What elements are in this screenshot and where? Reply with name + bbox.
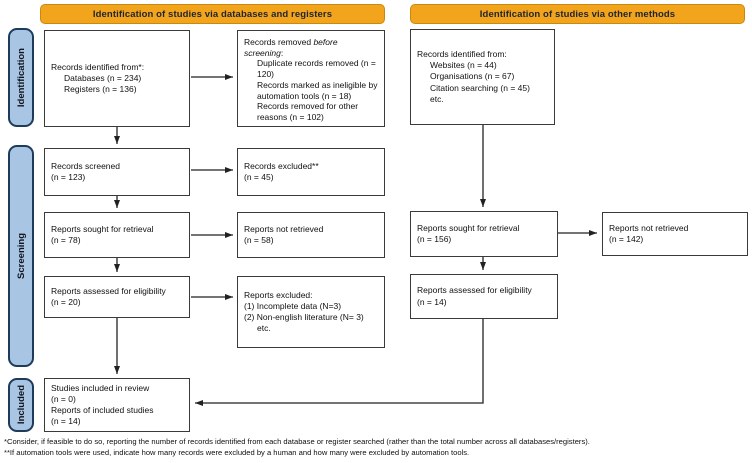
box-line: etc. xyxy=(430,93,444,104)
stage-pill-identification: Identification xyxy=(8,28,34,127)
box-line: Citation searching (n = 45) xyxy=(430,82,530,93)
banner-other-methods: Identification of studies via other meth… xyxy=(410,4,745,24)
stage-pill-included: Included xyxy=(8,378,34,432)
box-line: (n = 14) xyxy=(417,296,447,307)
box-line: (n = 20) xyxy=(51,297,81,307)
box-records-identified-other: Records identified from: Websites (n = 4… xyxy=(410,29,555,125)
footnote-asterisk: *Consider, if feasible to do so, reporti… xyxy=(4,437,590,446)
box-reports-sought-databases: Reports sought for retrieval (n = 78) xyxy=(44,212,190,258)
box-line: Records removed for other reasons (n = 1… xyxy=(257,100,359,122)
box-line: Websites (n = 44) xyxy=(430,60,497,71)
box-records-screened: Records screened (n = 123) xyxy=(44,148,190,196)
box-line: etc. xyxy=(257,323,271,334)
title-italic: before screening xyxy=(244,37,338,59)
banner-label: Identification of studies via other meth… xyxy=(479,8,676,20)
box-title: Records identified from: xyxy=(417,49,507,60)
box-reports-not-retrieved-databases: Reports not retrieved (n = 58) xyxy=(237,212,385,258)
box-line: (n = 123) xyxy=(51,172,86,182)
box-reports-sought-other: Reports sought for retrieval (n = 156) xyxy=(410,211,558,257)
box-line: Records screened xyxy=(51,160,120,171)
box-line: Reports of included studies xyxy=(51,405,154,415)
box-line: Reports not retrieved xyxy=(609,222,689,233)
box-reports-excluded-reasons: Reports excluded: (1) Incomplete data (N… xyxy=(237,276,385,348)
box-line: (n = 45) xyxy=(244,172,274,182)
title-text: : xyxy=(280,48,284,59)
box-title: Records identified from*: xyxy=(51,61,145,72)
box-line: (n = 14) xyxy=(51,416,81,426)
stage-pill-screening: Screening xyxy=(8,145,34,367)
box-line: (2) Non-english literature (N= 3) xyxy=(244,312,364,322)
banner-databases-registers: Identification of studies via databases … xyxy=(40,4,385,24)
box-line: (n = 0) xyxy=(51,394,76,404)
box-line: Registers (n = 136) xyxy=(64,84,137,95)
stage-label: Included xyxy=(15,385,27,425)
box-records-excluded: Records excluded** (n = 45) xyxy=(237,148,385,196)
box-records-removed-before-screening: Records removed before screening: Duplic… xyxy=(237,30,385,127)
box-line: Records excluded** xyxy=(244,160,319,171)
box-line: Databases (n = 234) xyxy=(64,72,142,83)
box-line: Studies included in review xyxy=(51,383,150,393)
box-line: (n = 142) xyxy=(609,234,644,244)
box-line: Duplicate records removed (n = 120) xyxy=(257,58,376,80)
banner-label: Identification of studies via databases … xyxy=(92,8,333,20)
box-records-identified-databases: Records identified from*: Databases (n =… xyxy=(44,30,190,127)
box-line: Reports assessed for eligibility xyxy=(51,285,166,296)
box-reports-assessed-other: Reports assessed for eligibility (n = 14… xyxy=(410,274,558,319)
box-reports-not-retrieved-other: Reports not retrieved (n = 142) xyxy=(602,212,748,256)
box-title: Records removed before screening: xyxy=(244,37,378,58)
box-line: (n = 156) xyxy=(417,234,452,244)
footnote-double-asterisk: **If automation tools were used, indicat… xyxy=(4,448,470,457)
box-line: Organisations (n = 67) xyxy=(430,71,515,82)
stage-label: Screening xyxy=(15,233,27,279)
box-studies-included: Studies included in review (n = 0) Repor… xyxy=(44,378,190,432)
box-title: Reports excluded: xyxy=(244,289,313,300)
box-line: Reports not retrieved xyxy=(244,223,324,234)
stage-label: Identification xyxy=(15,47,27,108)
title-text: Records removed xyxy=(244,37,314,47)
box-reports-assessed-databases: Reports assessed for eligibility (n = 20… xyxy=(44,276,190,318)
box-line: (n = 78) xyxy=(51,235,81,245)
box-line: (1) Incomplete data (N=3) xyxy=(244,300,342,311)
box-line: (n = 58) xyxy=(244,235,274,245)
box-line: Reports sought for retrieval xyxy=(417,222,520,233)
box-line: Records marked as ineligible by automati… xyxy=(257,79,378,101)
box-line: Reports sought for retrieval xyxy=(51,223,154,234)
box-line: Reports assessed for eligibility xyxy=(417,285,532,296)
